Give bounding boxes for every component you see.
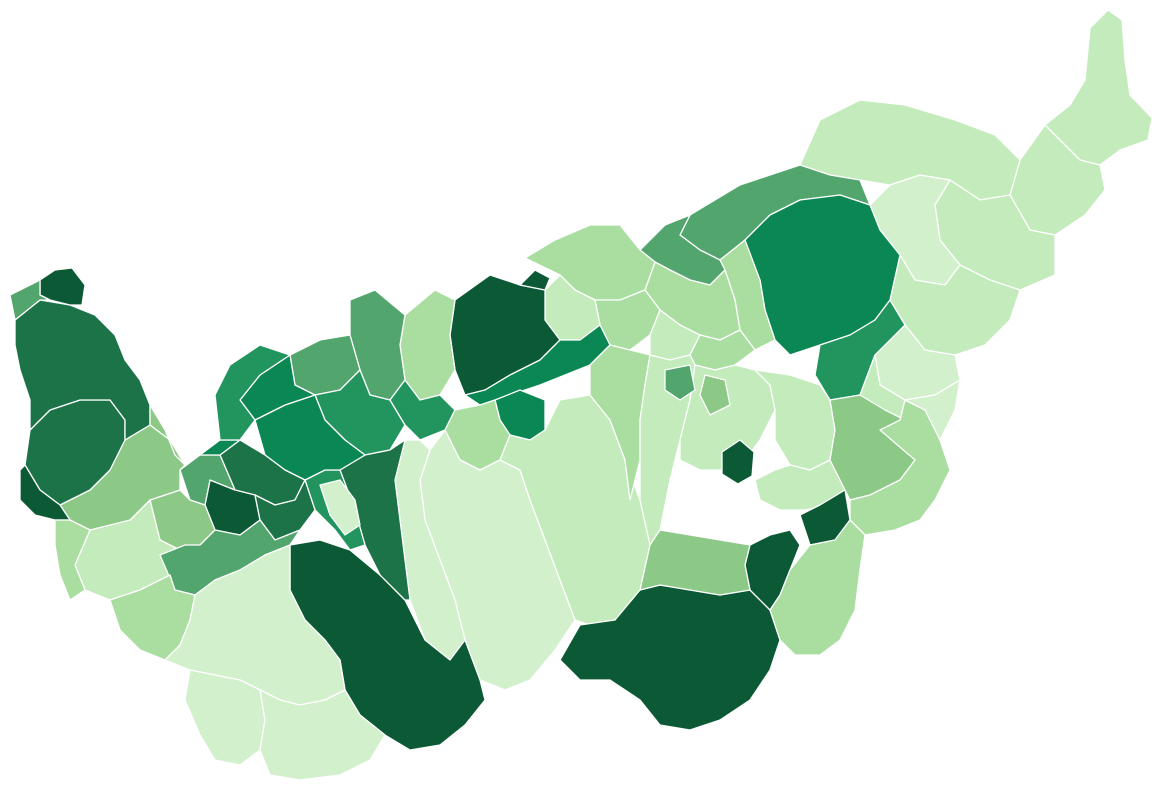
region-turtmann[interactable] [589,344,651,501]
region-visp-mid[interactable] [664,364,696,401]
region-st-gingolph[interactable] [9,279,51,321]
regions-layer [9,9,1152,781]
region-saastal-east[interactable] [769,519,866,656]
region-le-chable[interactable] [214,344,291,441]
region-monte-rosa-north[interactable] [639,529,751,596]
region-augstbord[interactable] [639,354,696,546]
region-saas-enclave[interactable] [721,439,755,485]
region-bourg-st-pierre[interactable] [259,689,386,781]
region-zwischbergen[interactable] [904,379,961,441]
region-saxon[interactable] [319,479,361,536]
region-chablais-north[interactable] [14,299,151,441]
region-visp-small[interactable] [699,374,731,416]
region-montana-strip[interactable] [519,269,551,291]
region-goms-north-tip[interactable] [1044,9,1152,166]
region-mex[interactable] [54,519,91,601]
region-evionnaz[interactable] [149,404,186,466]
